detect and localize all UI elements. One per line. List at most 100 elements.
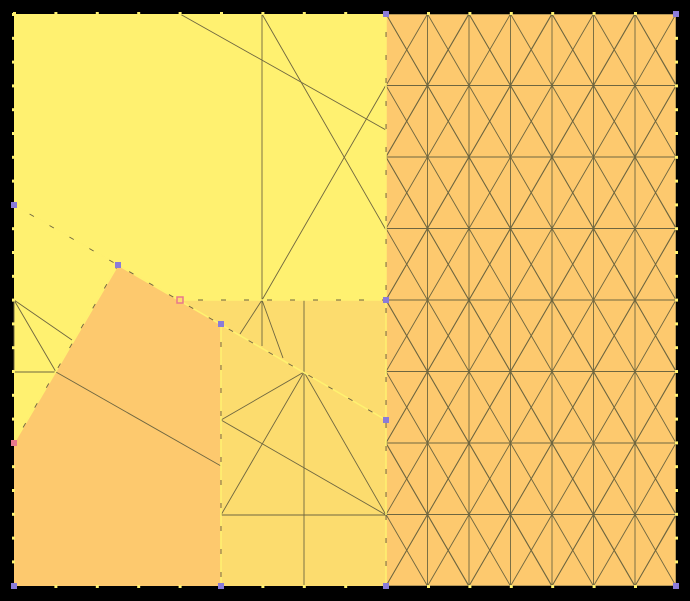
edge-tick (675, 60, 678, 64)
vertices (11, 11, 679, 589)
edge-tick (220, 12, 223, 15)
grid-crease-long-diagonal (386, 14, 636, 444)
edge-tick (95, 585, 99, 588)
edge-tick (12, 370, 15, 373)
center-light-orange-region (180, 300, 386, 586)
edge-tick (551, 585, 555, 588)
vertex-marker (383, 583, 389, 589)
edge-tick (261, 12, 265, 15)
crease (220, 419, 387, 516)
grid-crease-long-diagonal (386, 14, 470, 158)
edge-tick (12, 251, 15, 254)
edge-tick (12, 132, 15, 135)
grid-crease-long-diagonal (551, 371, 676, 586)
crease (303, 371, 387, 516)
edge-tick (12, 489, 15, 492)
edge-tick (675, 536, 678, 540)
edge-tick (634, 585, 637, 588)
edge-tick (675, 441, 678, 445)
edge-tick (675, 84, 678, 88)
edge-tick (675, 155, 678, 159)
edge-tick (137, 585, 141, 588)
crease (13, 299, 73, 341)
grid-crease-long-diagonal (386, 14, 553, 301)
edge-tick (12, 393, 15, 397)
edge-tick (675, 251, 678, 254)
grid-crease-long-diagonal (468, 228, 676, 586)
crease (13, 299, 57, 373)
vertex-marker-pink-outline (176, 296, 184, 304)
edge-tick (12, 179, 15, 183)
vertex-marker (673, 11, 679, 17)
crease (55, 371, 222, 467)
vertex-marker (115, 262, 121, 268)
crease (261, 13, 387, 231)
edge-tick (12, 274, 15, 278)
edge-tick (675, 298, 678, 302)
edge-tick (344, 585, 348, 588)
vertex-marker (383, 11, 389, 17)
creases-grid (386, 14, 676, 586)
edge-tick (12, 465, 15, 469)
edge-tick (675, 417, 678, 421)
edge-tick (12, 560, 15, 564)
grid-crease-long-diagonal (551, 14, 676, 229)
edge-tick (302, 585, 306, 588)
edge-tick (675, 489, 678, 492)
edge-tick (551, 12, 555, 15)
edge-tick (634, 12, 637, 15)
edge-tick (54, 12, 58, 15)
bottom-left-orange-region (14, 265, 221, 586)
grid-crease-long-diagonal (386, 299, 553, 586)
edge-tick (675, 512, 678, 516)
edge-tick (675, 465, 678, 469)
edge-tick (675, 179, 678, 183)
edge-tick (178, 12, 182, 15)
edge-tick (675, 346, 678, 350)
vertex-marker (383, 297, 389, 303)
vertex-marker (673, 583, 679, 589)
crease (261, 84, 387, 301)
edge-tick (509, 585, 513, 588)
edge-tick (12, 36, 15, 40)
edge-tick (12, 155, 15, 159)
edge-tick (509, 12, 513, 15)
boundary-left-slant (13, 264, 119, 444)
edge-tick (12, 512, 15, 516)
edge-tick (12, 13, 15, 16)
edge-tick (592, 585, 596, 588)
edge-tick (12, 322, 15, 326)
edge-tick (675, 203, 678, 207)
vertex-marker (383, 417, 389, 423)
edge-tick (137, 12, 141, 15)
edge-ticks (12, 12, 678, 588)
edge-tick (427, 12, 430, 15)
edge-tick (592, 12, 596, 15)
edge-tick (675, 370, 678, 373)
edge-tick (675, 36, 678, 40)
edge-tick (675, 393, 678, 397)
boundary-diagonal (13, 204, 387, 421)
grid-crease-long-diagonal (386, 85, 676, 586)
edge-tick (344, 12, 348, 15)
edge-tick (675, 274, 678, 278)
edge-tick (675, 560, 678, 564)
grid-crease-long-diagonal (386, 442, 470, 586)
edge-tick (95, 12, 99, 15)
vertex-marker (218, 321, 224, 327)
edge-tick (12, 227, 15, 231)
edge-tick (468, 12, 472, 15)
edge-tick (12, 346, 15, 350)
edge-tick (12, 108, 15, 112)
edge-tick (12, 298, 15, 302)
edge-tick (12, 60, 15, 64)
edge-tick (12, 84, 15, 88)
edge-tick (261, 585, 265, 588)
edge-tick (675, 227, 678, 231)
vertex-marker (11, 583, 17, 589)
crease (239, 299, 263, 335)
crease (261, 299, 284, 359)
vertex-marker (11, 202, 17, 208)
